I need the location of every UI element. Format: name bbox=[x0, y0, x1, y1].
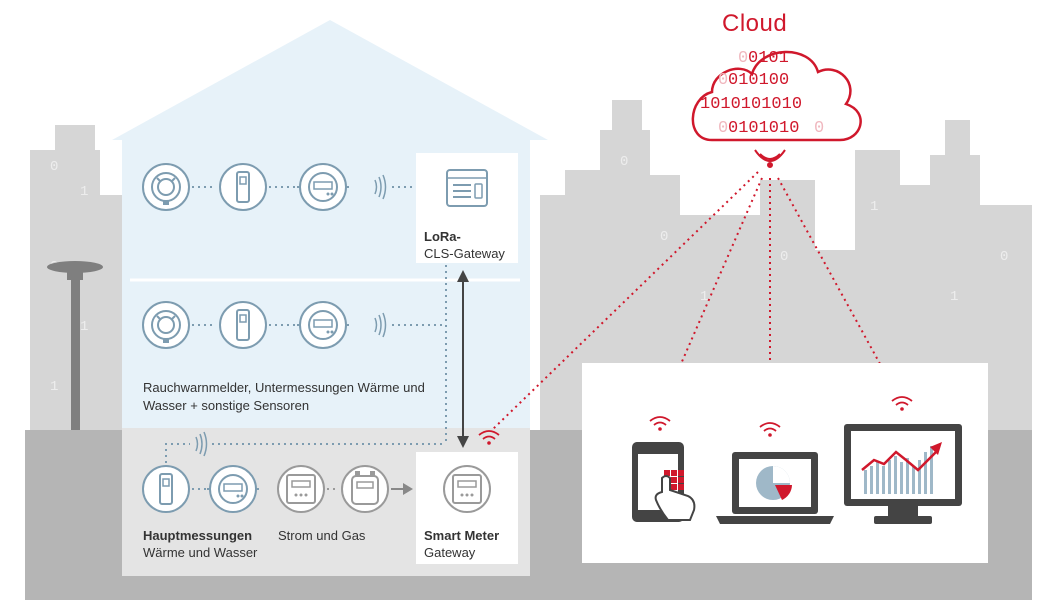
heat-meter-icon bbox=[219, 301, 267, 349]
street-lamp-icon bbox=[47, 261, 103, 430]
monitor-icon bbox=[844, 396, 962, 524]
svg-text:1: 1 bbox=[700, 289, 708, 305]
svg-text:1: 1 bbox=[80, 319, 88, 335]
laptop-icon bbox=[716, 422, 834, 524]
svg-text:0: 0 bbox=[718, 71, 728, 90]
main-meters-subtitle: Wärme und Wasser bbox=[143, 545, 258, 560]
cloud-signal bbox=[754, 149, 786, 168]
gateway-link-arrow bbox=[457, 270, 469, 448]
svg-text:010100: 010100 bbox=[728, 71, 789, 90]
svg-text:1: 1 bbox=[50, 379, 58, 395]
smartphone-icon bbox=[632, 416, 696, 522]
svg-text:0: 0 bbox=[620, 154, 628, 170]
electricity-gas-label: Strom und Gas bbox=[278, 528, 366, 543]
electricity-meter-icon bbox=[277, 465, 325, 513]
svg-text:1: 1 bbox=[80, 184, 88, 200]
svg-text:1: 1 bbox=[870, 199, 878, 215]
cloud-connections bbox=[491, 171, 897, 431]
svg-text:0101: 0101 bbox=[748, 49, 789, 68]
gateway-device-icon bbox=[446, 169, 488, 207]
smart-meter-gateway-subtitle: Gateway bbox=[424, 545, 476, 560]
svg-text:0: 0 bbox=[50, 159, 58, 175]
svg-text:0: 0 bbox=[814, 119, 824, 138]
sensors-caption-line2: Wasser + sonstige Sensoren bbox=[143, 398, 310, 413]
gateway-device-icon bbox=[443, 465, 491, 513]
cloud-icon: 0 0101 0 010100 1010101010 0 0101010 0 bbox=[691, 49, 862, 142]
sensor-row-middle bbox=[142, 301, 446, 349]
house-roof bbox=[112, 20, 548, 140]
smoke-detector-icon bbox=[142, 301, 190, 349]
gas-meter-icon bbox=[341, 465, 389, 513]
cloud-title: Cloud bbox=[722, 10, 788, 37]
lora-gateway-title: LoRa- bbox=[424, 229, 461, 244]
svg-text:0: 0 bbox=[660, 229, 668, 245]
svg-text:0: 0 bbox=[718, 119, 728, 138]
svg-text:0: 0 bbox=[780, 249, 788, 265]
basement-devices bbox=[142, 431, 446, 513]
smart-meter-gateway-title: Smart Meter bbox=[424, 528, 500, 543]
sensors-caption-line1: Rauchwarnmelder, Untermessungen Wärme un… bbox=[143, 380, 425, 395]
main-meters-title: Hauptmessungen bbox=[143, 528, 253, 543]
svg-text:0101010: 0101010 bbox=[728, 119, 799, 138]
svg-text:0: 0 bbox=[1000, 249, 1008, 265]
lora-gateway-subtitle: CLS-Gateway bbox=[424, 246, 505, 261]
svg-text:1010101010: 1010101010 bbox=[700, 95, 802, 114]
svg-text:0: 0 bbox=[738, 49, 748, 68]
heat-meter-icon bbox=[142, 465, 190, 513]
smoke-detector-icon bbox=[142, 163, 190, 211]
sensor-row-upper bbox=[142, 163, 412, 211]
heat-meter-icon bbox=[219, 163, 267, 211]
svg-text:1: 1 bbox=[950, 289, 958, 305]
